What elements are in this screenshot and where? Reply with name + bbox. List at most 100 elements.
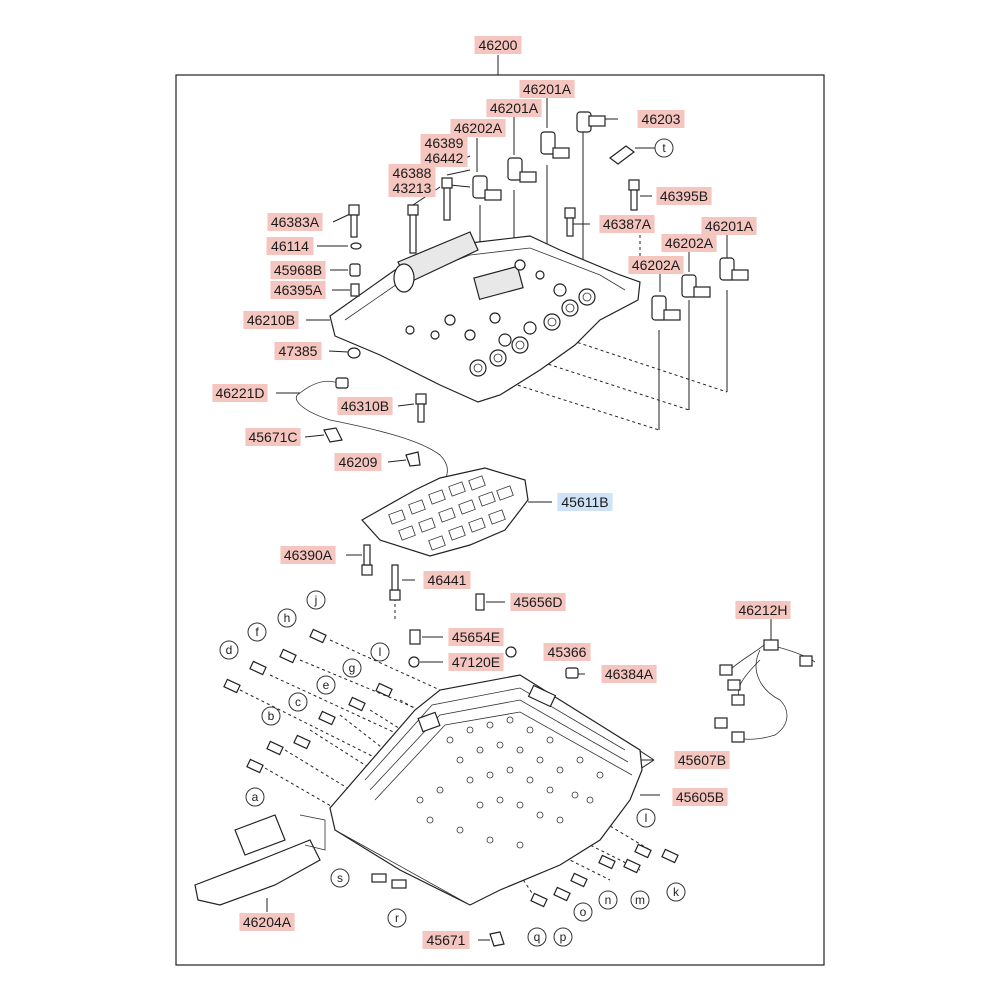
valve-body-bosses (405, 259, 596, 377)
upper-valve-body (329, 231, 641, 403)
svg-text:b: b (268, 709, 275, 723)
part-label-45656d[interactable]: 45656D (510, 593, 566, 611)
svg-text:n: n (605, 893, 612, 907)
part-label-box (422, 931, 470, 949)
part-label-46387a[interactable]: 46387A (599, 215, 655, 233)
ref-letter-k: k (666, 882, 686, 902)
part-label-46203[interactable]: 46203 (637, 110, 685, 128)
part-label-46202a[interactable]: 46202A (450, 119, 506, 137)
part-label-46395a[interactable]: 46395A (270, 281, 326, 299)
part-label-43213[interactable]: 43213 (388, 179, 436, 197)
svg-text:t: t (662, 141, 666, 155)
part-label-text: 46442 (425, 150, 464, 166)
part-label-text: 45968B (274, 262, 322, 278)
part-label-text: 46200 (479, 37, 518, 53)
ref-letter-n: n (598, 890, 618, 910)
part-label-46388[interactable]: 46388 (388, 164, 436, 182)
solenoid-46201A-1 (540, 131, 570, 159)
part-label-45654e[interactable]: 45654E (448, 628, 504, 646)
part-label-box (239, 913, 295, 931)
ref-letter-m: m (630, 890, 650, 910)
svg-text:j: j (314, 593, 318, 607)
part-label-45671c[interactable]: 45671C (245, 428, 301, 446)
part-label-text: 46201A (523, 81, 572, 97)
part-label-text: 46383A (271, 214, 320, 230)
part-label-box (450, 119, 506, 137)
part-label-45366[interactable]: 45366 (543, 643, 591, 661)
spring-45656D (475, 593, 485, 611)
svg-text:s: s (337, 871, 343, 885)
part-label-text: 46389 (425, 135, 464, 151)
part-label-46204a[interactable]: 46204A (239, 913, 295, 931)
ref-letter-h: h (277, 608, 297, 628)
part-label-45607b[interactable]: 45607B (674, 751, 730, 769)
ref-letter-l: l (636, 808, 656, 828)
part-label-46210b[interactable]: 46210B (243, 311, 299, 329)
pressure-sensor-t (609, 145, 635, 165)
spring-45654E (409, 629, 421, 645)
svg-text:l: l (645, 811, 648, 825)
part-label-text: 45671 (427, 932, 466, 948)
part-label-box (637, 110, 685, 128)
part-label-46221d[interactable]: 46221D (212, 384, 268, 402)
part-label-46114[interactable]: 46114 (266, 237, 314, 255)
part-label-box (245, 428, 301, 446)
part-label-text: 46114 (271, 238, 309, 254)
part-label-47385[interactable]: 47385 (274, 342, 322, 360)
manual-valve-46204A (194, 814, 326, 906)
ref-letter-l: l (370, 642, 390, 662)
part-label-46201a[interactable]: 46201A (519, 80, 575, 98)
part-label-text: 46201A (705, 218, 754, 234)
svg-text:p: p (560, 930, 567, 944)
part-label-text: 45654E (452, 629, 500, 645)
separator-plate-45611B (361, 467, 529, 557)
part-label-box (474, 36, 522, 54)
part-label-46383a[interactable]: 46383A (267, 213, 323, 231)
part-label-46201a[interactable]: 46201A (701, 217, 757, 235)
part-label-45611b[interactable]: 45611B (557, 493, 613, 511)
ref-letter-r: r (387, 908, 407, 928)
part-label-46441[interactable]: 46441 (423, 571, 471, 589)
part-label-box (735, 601, 791, 619)
part-label-box (601, 665, 657, 683)
ref-letter-s: s (330, 868, 350, 888)
part-label-text: 45611B (561, 494, 608, 510)
part-label-46310b[interactable]: 46310B (337, 397, 393, 415)
ref-letter-b: b (261, 706, 281, 726)
solenoid-46201A-3 (719, 257, 749, 281)
part-label-46390a[interactable]: 46390A (280, 546, 336, 564)
part-label-45968b[interactable]: 45968B (270, 261, 326, 279)
part-label-46212h[interactable]: 46212H (735, 601, 791, 619)
lower-valve-body (329, 674, 643, 906)
svg-text:o: o (580, 905, 587, 919)
part-label-text: 46210B (247, 312, 295, 328)
svg-text:h: h (284, 611, 291, 625)
bolt-43213 (407, 204, 419, 254)
part-label-text: 46202A (632, 257, 681, 273)
wire-harness-46212H (714, 639, 816, 743)
bolt-46395B (628, 179, 640, 211)
part-label-47120e[interactable]: 47120E (448, 653, 504, 671)
part-label-46202a[interactable]: 46202A (661, 234, 717, 252)
part-label-box (274, 342, 322, 360)
part-label-45605b[interactable]: 45605B (672, 788, 728, 806)
valve-plugs (223, 628, 679, 947)
part-label-box (519, 80, 575, 98)
ring-45366 (505, 646, 517, 658)
part-label-text: 46209 (339, 454, 378, 470)
part-label-46202a[interactable]: 46202A (628, 256, 684, 274)
part-label-45671[interactable]: 45671 (422, 931, 470, 949)
svg-text:m: m (635, 893, 645, 907)
part-label-46200[interactable]: 46200 (474, 36, 522, 54)
part-label-46209[interactable]: 46209 (334, 453, 382, 471)
part-label-46384a[interactable]: 46384A (601, 665, 657, 683)
part-label-46201a[interactable]: 46201A (486, 99, 542, 117)
part-label-box (672, 788, 728, 806)
solenoid-46201A-2 (507, 157, 537, 183)
part-label-46395b[interactable]: 46395B (656, 187, 712, 205)
part-label-46442[interactable]: 46442 (420, 149, 468, 167)
part-label-text: 46201A (490, 100, 539, 116)
part-label-46389[interactable]: 46389 (420, 134, 468, 152)
